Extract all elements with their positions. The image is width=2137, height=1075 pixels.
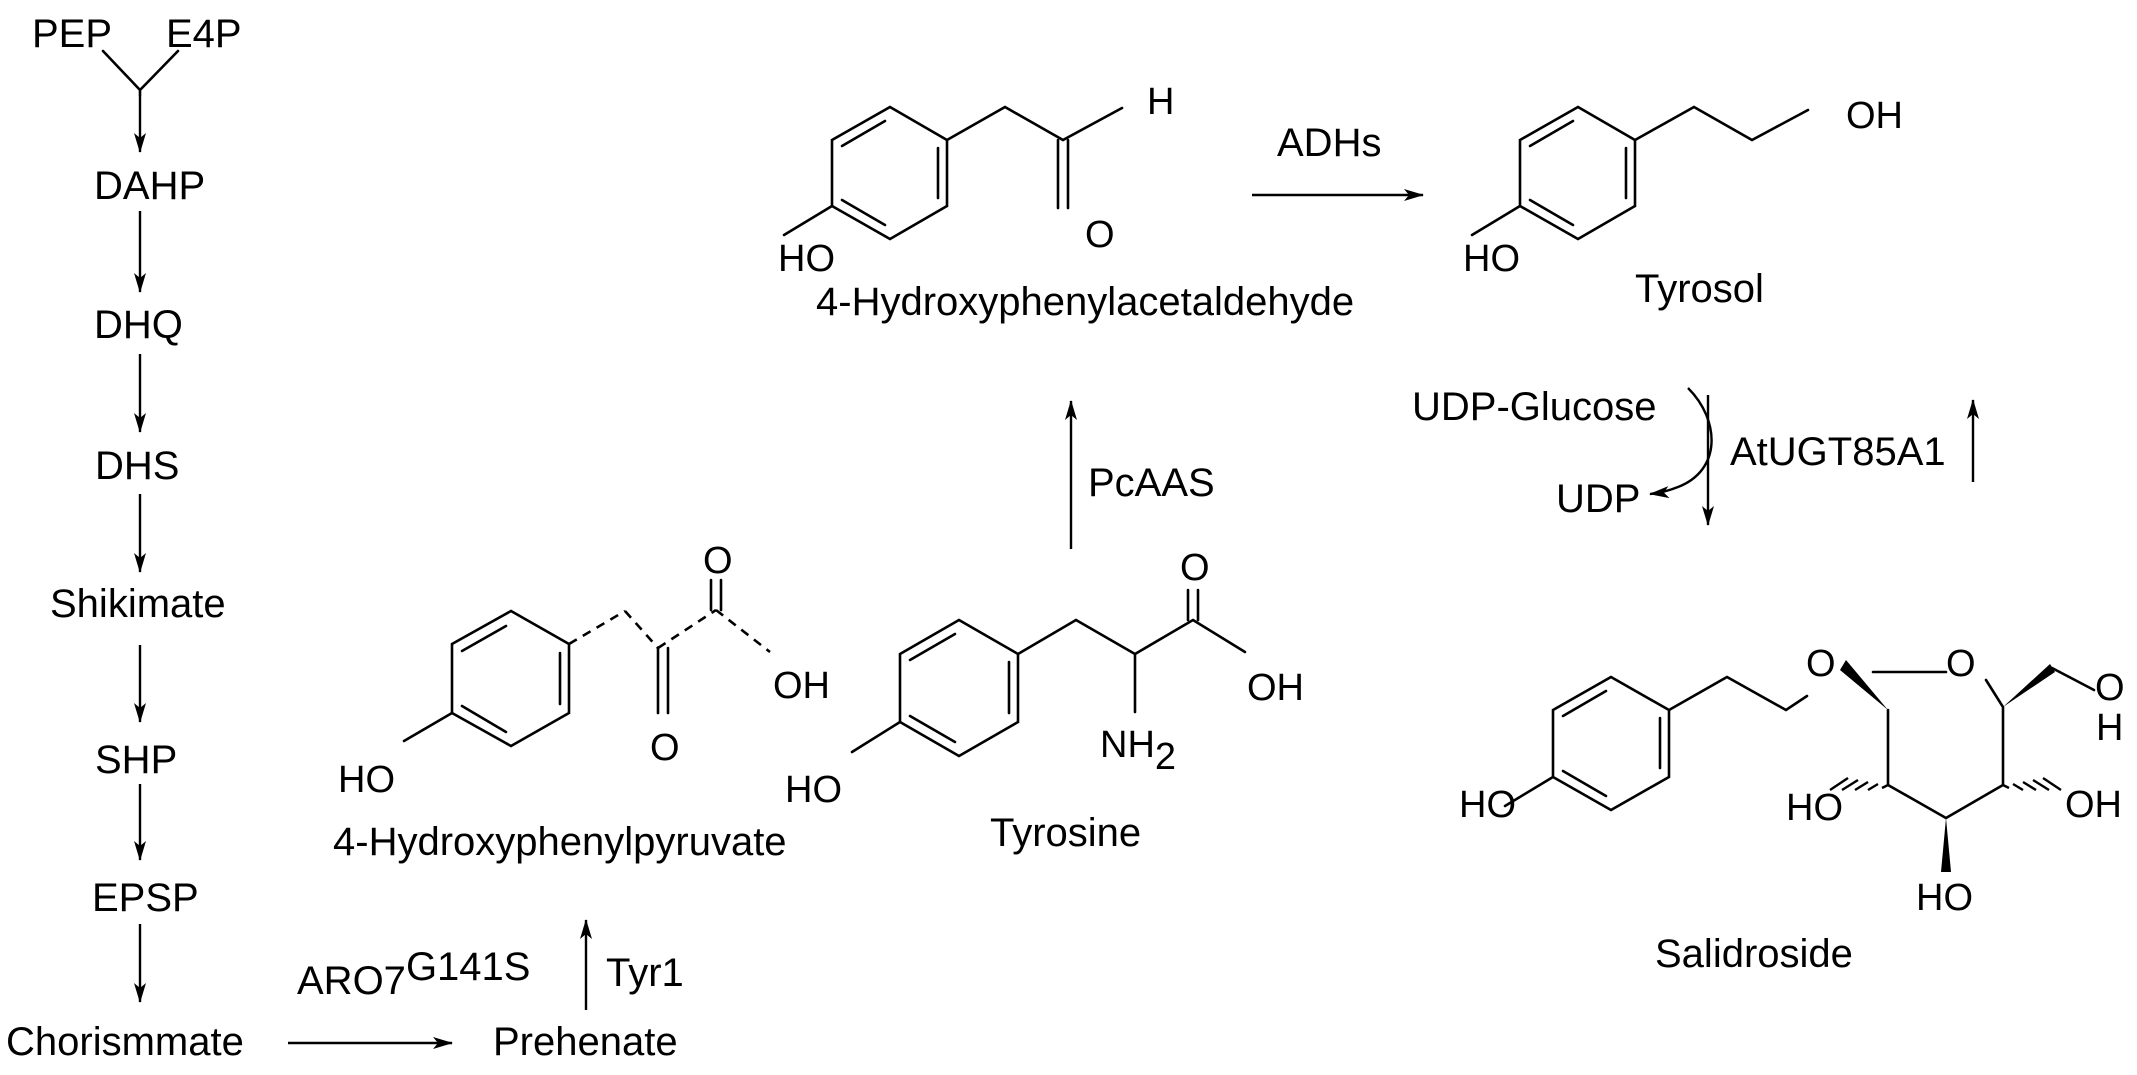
salidroside-label: Salidroside	[1655, 932, 1853, 976]
aro7-enzyme-label: ARO7G141S	[297, 945, 530, 1003]
tyrosine-oh: OH	[1247, 667, 1304, 709]
hpp-label: 4-Hydroxyphenylpyruvate	[333, 820, 787, 864]
tyrosine-ho: HO	[785, 769, 842, 811]
pep-label: PEP	[32, 12, 112, 56]
ugt-step: UDP-Glucose UDP AtUGT85A1	[1412, 385, 1979, 526]
salidroside-structure: O O HO HO OH HO O H Salidroside	[1459, 643, 2125, 976]
dahp-label: DAHP	[94, 164, 205, 208]
shikimate-label: Shikimate	[50, 582, 226, 626]
dhs-label: DHS	[95, 444, 179, 488]
tyrosol-label: Tyrosol	[1635, 267, 1764, 311]
anomeric-wedge	[1840, 660, 1888, 710]
c5-wedge	[2003, 664, 2055, 707]
salidroside-c4-oh: OH	[2065, 784, 2122, 826]
udp-label: UDP	[1556, 477, 1640, 521]
tyr1-enzyme-label: Tyr1	[606, 951, 684, 995]
tyrosine-structure: HO OH O NH2 Tyrosine	[785, 547, 1304, 855]
chorismate-label: Chorismmate	[6, 1020, 244, 1064]
hpaa-aldehyde-o: O	[1085, 214, 1115, 256]
hpaa-aldehyde-h: H	[1147, 81, 1174, 123]
atugt-enzyme-label: AtUGT85A1	[1730, 430, 1946, 474]
c3-wedge	[1941, 818, 1951, 872]
tyrosol-oh: OH	[1846, 95, 1903, 137]
e4p-label: E4P	[166, 12, 242, 56]
salidroside-c2-ho: HO	[1786, 787, 1843, 829]
adhs-step: ADHs	[1252, 121, 1424, 201]
salidroside-ch2-o: O	[2095, 667, 2125, 709]
hpaa-ho: HO	[778, 238, 835, 280]
dhq-label: DHQ	[94, 303, 183, 347]
hpp-ho: HO	[338, 759, 395, 801]
shikimate-pathway: PEP E4P DAHP DHQ DHS Shikimate SHP EPSP …	[6, 12, 244, 1064]
epsp-label: EPSP	[92, 876, 199, 920]
hpp-ketone-o: O	[650, 727, 680, 769]
shp-label: SHP	[95, 738, 177, 782]
prephenate-step: ARO7G141S Prehenate Tyr1	[288, 919, 684, 1064]
tyrosine-carbonyl-o: O	[1180, 547, 1210, 589]
pep-e4p-junction	[101, 49, 180, 97]
tyrosine-amine: NH2	[1100, 724, 1176, 778]
hpp-carbonyl-o: O	[703, 540, 733, 582]
salidroside-c3-ho: HO	[1916, 877, 1973, 919]
salidroside-ch2-h: H	[2096, 707, 2123, 749]
tyrosol-ho: HO	[1463, 238, 1520, 280]
tyrosine-label: Tyrosine	[990, 811, 1141, 855]
pcaas-enzyme-label: PcAAS	[1088, 461, 1215, 505]
tyrosol-structure: HO OH Tyrosol	[1463, 95, 1903, 311]
adhs-enzyme-label: ADHs	[1277, 121, 1381, 165]
hpp-structure: HO OH O O 4-Hydroxyphenylpyruvate	[333, 540, 830, 864]
udp-glucose-label: UDP-Glucose	[1412, 385, 1657, 429]
hpaa-structure: HO O H 4-Hydroxyphenylacetaldehyde	[778, 81, 1354, 324]
cofactor-curve-arrow	[1649, 387, 1713, 499]
salidroside-ring-o: O	[1946, 643, 1976, 685]
salidroside-glycosidic-o: O	[1806, 643, 1836, 685]
hpp-oh: OH	[773, 665, 830, 707]
salidroside-phenol-ho: HO	[1459, 784, 1516, 826]
hpaa-label: 4-Hydroxyphenylacetaldehyde	[816, 280, 1354, 324]
prephenate-label: Prehenate	[493, 1020, 678, 1064]
pcaas-step: PcAAS	[1065, 400, 1215, 549]
